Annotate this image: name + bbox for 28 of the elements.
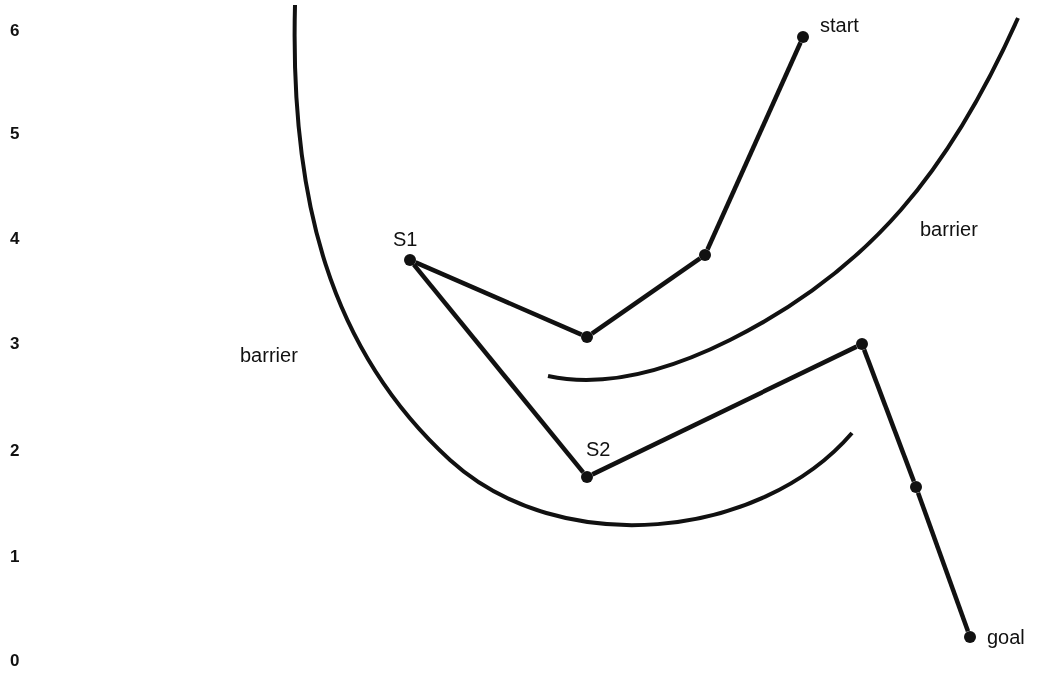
axis-number: 2 <box>10 440 20 462</box>
path-segment <box>915 491 971 633</box>
axis-number: 0 <box>10 650 20 672</box>
waypoint-dot <box>581 471 593 483</box>
path-segment <box>590 256 702 336</box>
waypoint-dot <box>964 631 976 643</box>
point-label: S1 <box>393 228 418 250</box>
path-segment <box>591 344 858 477</box>
axis-number: 6 <box>10 20 20 42</box>
point-label: goal <box>987 626 1025 648</box>
axis-number: 4 <box>10 228 20 250</box>
path-segment <box>862 348 916 483</box>
path-segment <box>414 260 583 337</box>
point-label: S2 <box>586 438 611 460</box>
axis-number: 1 <box>10 546 20 568</box>
waypoint-dot <box>910 481 922 493</box>
waypoint-dot <box>856 338 868 350</box>
path-segment <box>705 41 803 251</box>
path-segment <box>412 263 585 474</box>
point-label: start <box>820 14 859 36</box>
waypoint-dot <box>404 254 416 266</box>
axis-number: 3 <box>10 333 20 355</box>
waypoint-dot <box>797 31 809 43</box>
region-label: barrier <box>920 218 978 240</box>
waypoint-dot <box>581 331 593 343</box>
region-label: barrier <box>240 344 298 366</box>
axis-number: 5 <box>10 123 20 145</box>
waypoint-dot <box>699 249 711 261</box>
